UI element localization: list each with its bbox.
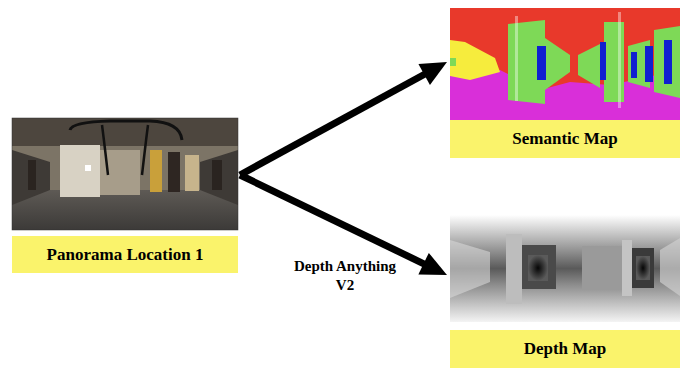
- caption-text: Panorama Location 1: [47, 245, 204, 265]
- caption-band: Panorama Location 1: [12, 236, 238, 273]
- edge-label: Depth Anything V2: [291, 257, 399, 295]
- image-node: Panorama Location 1: [12, 118, 238, 273]
- image-node: Semantic Map: [450, 8, 680, 158]
- depth-map-image: [450, 215, 680, 322]
- panorama-photo: [12, 118, 238, 230]
- caption-band: Semantic Map: [450, 120, 680, 158]
- arrow-head: [418, 62, 447, 85]
- semantic-map-image: [450, 8, 680, 120]
- arrow-head: [418, 253, 447, 275]
- arrow-shaft: [240, 74, 426, 176]
- image-node: Depth Map: [450, 215, 680, 368]
- caption-band: Depth Map: [450, 330, 680, 368]
- caption-text: Semantic Map: [512, 129, 617, 149]
- arrow-shaft: [240, 175, 425, 265]
- arrow-connector: [240, 62, 447, 175]
- caption-text: Depth Map: [524, 339, 607, 359]
